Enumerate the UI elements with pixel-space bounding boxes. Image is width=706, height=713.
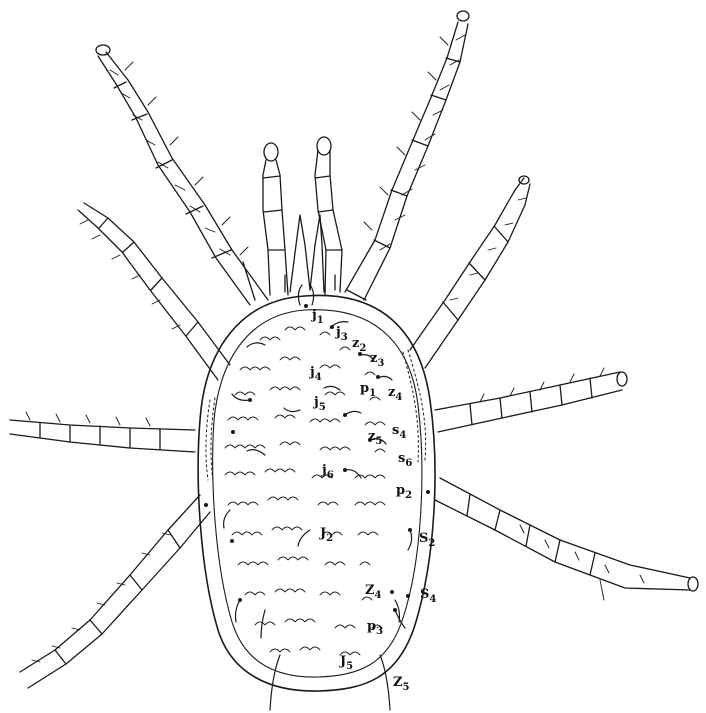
leg-2-right: [410, 176, 530, 368]
label-S4: S4: [420, 587, 436, 605]
leg-4-right: [435, 478, 698, 591]
leg-hairs: [26, 35, 644, 662]
label-z2: z2: [352, 336, 366, 354]
label-s6: s6: [398, 451, 412, 469]
label-p2: p2: [396, 483, 412, 501]
label-z4: z4: [388, 385, 402, 403]
setae-bases: [204, 304, 430, 612]
leg-2-left: [78, 203, 230, 380]
label-J5: J5: [339, 654, 353, 672]
label-j5: j5: [313, 395, 326, 413]
label-j6: j6: [321, 463, 334, 481]
label-J2: J2: [319, 526, 333, 544]
label-j1: j1: [311, 308, 324, 326]
label-p3: p3: [367, 619, 383, 637]
leg-1-right: [345, 11, 469, 300]
leg-1-left: [96, 45, 268, 305]
leg-3-right: [435, 372, 627, 432]
label-s4: s4: [392, 423, 406, 441]
dorsal-setae: [224, 285, 412, 710]
label-Z4: Z4: [365, 583, 382, 601]
lateral-dotted-lines: [206, 350, 426, 480]
gnathosoma: [263, 137, 342, 295]
leg-4-left: [20, 495, 210, 688]
shield-texture: [225, 327, 385, 655]
label-Z5: Z5: [393, 675, 410, 693]
leg-3-left: [10, 420, 195, 452]
label-z5: z5: [368, 429, 382, 447]
label-z3: z3: [370, 351, 384, 369]
label-p1: p1: [360, 381, 376, 399]
label-j3: j3: [335, 325, 348, 343]
